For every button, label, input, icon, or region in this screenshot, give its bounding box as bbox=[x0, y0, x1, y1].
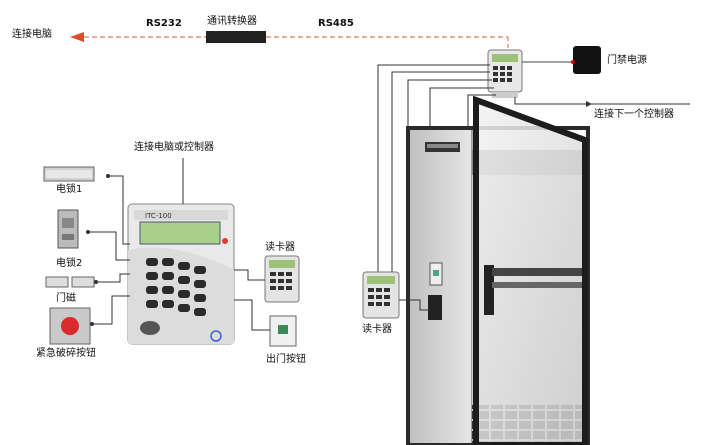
door-sensor-device bbox=[45, 276, 95, 288]
left-device-wires bbox=[88, 175, 130, 325]
label-pc-or-controller: 连接电脑或控制器 bbox=[134, 142, 214, 153]
card-reader-a bbox=[264, 255, 300, 303]
label-next-controller: 连接下一个控制器 bbox=[594, 109, 674, 120]
door-room bbox=[406, 95, 590, 445]
lock1-device bbox=[43, 166, 95, 182]
label-door-power: 门禁电源 bbox=[607, 55, 647, 66]
card-reader-door bbox=[362, 271, 400, 319]
arrow-left-icon bbox=[70, 32, 84, 42]
label-card-reader-a: 读卡器 bbox=[265, 242, 295, 253]
right-device-wires bbox=[234, 269, 270, 331]
emergency-button-device bbox=[49, 307, 91, 345]
label-converter: 通讯转换器 bbox=[207, 16, 257, 27]
door-power-box bbox=[573, 46, 601, 74]
exit-button-device bbox=[269, 315, 297, 347]
label-exit-button: 出门按钮 bbox=[266, 354, 306, 365]
label-rs232: RS232 bbox=[146, 18, 182, 29]
converter-box bbox=[206, 31, 266, 43]
label-card-reader-b: 读卡器 bbox=[362, 324, 392, 335]
label-connect-pc: 连接电脑 bbox=[12, 29, 52, 40]
label-emergency-button: 紧急破碎按钮 bbox=[36, 348, 96, 359]
lock2-device bbox=[57, 209, 79, 249]
label-rs485: RS485 bbox=[318, 18, 354, 29]
label-door-sensor: 门磁 bbox=[56, 293, 76, 304]
top-controller bbox=[487, 49, 523, 98]
label-lock1: 电锁1 bbox=[56, 184, 83, 195]
label-lock2: 电锁2 bbox=[56, 258, 83, 269]
rs-comm-line bbox=[70, 32, 509, 54]
controller-model-text: ITC-100 bbox=[145, 212, 172, 220]
main-controller: ITC-100 bbox=[127, 203, 235, 345]
